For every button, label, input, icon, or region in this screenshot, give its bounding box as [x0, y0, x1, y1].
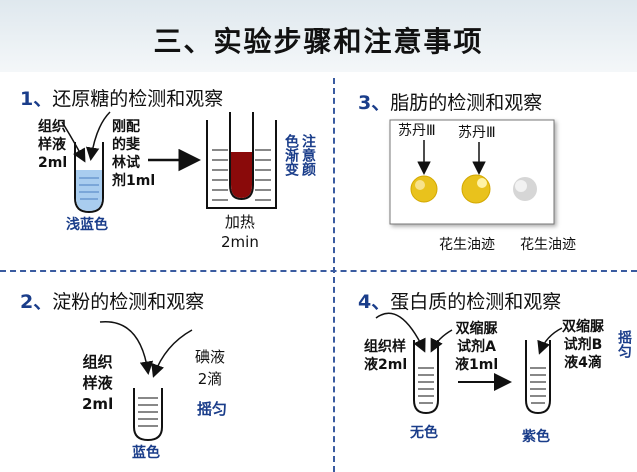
fat-spot-2: [461, 174, 491, 204]
protein-sample-line2: 液2ml: [364, 357, 408, 373]
horizontal-divider: [0, 270, 637, 272]
starch-sample-line2: 样液: [82, 374, 113, 392]
section-1-number: 1、: [20, 88, 53, 110]
section-4-title-text: 蛋白质的检测和观察: [390, 291, 562, 313]
sample-arrow: [61, 121, 86, 163]
iodine-line2: 2滴: [197, 370, 223, 388]
water-bath: [206, 120, 277, 209]
purple-label: 紫色: [522, 429, 550, 445]
biuret-b-line2: 试剂B: [563, 337, 603, 353]
section-3-number: 3、: [358, 92, 391, 114]
stain-label-2: 花生油迹: [520, 237, 576, 253]
iodine-label: 碘液 2滴: [195, 346, 225, 390]
starch-sample-line1: 组织: [82, 353, 113, 371]
protein-sample-arrow: [375, 312, 426, 353]
section-1-title: 1、还原糖的检测和观察: [20, 84, 223, 111]
section-2-title-text: 淀粉的检测和观察: [52, 291, 205, 313]
reagent-a-arrow: [430, 329, 453, 353]
fehling-line1: 刚配: [112, 119, 140, 135]
biuret-b-label: 双缩脲 试剂B 液4滴: [562, 318, 604, 372]
starch-sample-line3: 2ml: [82, 395, 114, 413]
sample-label-1: 组织 样液 2ml: [38, 118, 67, 172]
protein-sample-label: 组织样 液2ml: [364, 338, 407, 374]
reagent-arrow: [85, 111, 111, 161]
test-tube-heated: [229, 112, 254, 201]
heat-line2: 2min: [221, 233, 259, 251]
note-color-change-col1: 色渐变: [283, 134, 299, 176]
test-tube-1: [74, 142, 104, 214]
sudan-label-1: 苏丹Ⅲ: [398, 123, 436, 139]
note-color-change-col2: 注意颜: [300, 134, 316, 176]
fehling-reagent-label: 刚配 的斐 林试 剂1ml: [112, 118, 155, 190]
iodine-line1: 碘液: [195, 348, 226, 366]
section-1-title-text: 还原糖的检测和观察: [52, 88, 224, 110]
section-3-title-text: 脂肪的检测和观察: [390, 92, 543, 114]
biuret-b-line3: 液4滴: [564, 355, 602, 371]
iodine-arrow: [151, 329, 193, 378]
sample-label-1-line3: 2ml: [38, 155, 68, 171]
page-title: 三、实验步骤和注意事项: [153, 25, 484, 58]
header-bar: [0, 0, 637, 72]
starch-blue-label: 蓝色: [132, 445, 160, 461]
biuret-a-line1: 双缩脲: [455, 321, 498, 337]
biuret-a-line2: 试剂A: [457, 339, 496, 355]
section-2-title: 2、淀粉的检测和观察: [20, 287, 204, 314]
red-liquid: [231, 152, 252, 198]
fehling-line3: 林试: [112, 155, 140, 171]
protein-tube-1: [413, 340, 439, 415]
biuret-a-line3: 液1ml: [455, 357, 499, 373]
starch-shake-label: 摇匀: [197, 400, 228, 418]
heat-line1: 加热: [224, 213, 255, 231]
vertical-divider: [333, 78, 335, 472]
section-4-number: 4、: [358, 291, 391, 313]
fehling-line4: 剂1ml: [112, 173, 156, 189]
starch-tube: [133, 388, 163, 442]
stain-label-1: 花生油迹: [439, 237, 495, 253]
sample-label-1-line2: 样液: [38, 137, 66, 153]
section-4-title: 4、蛋白质的检测和观察: [358, 287, 561, 314]
fat-spot-1: [410, 175, 438, 203]
colorless-label: 无色: [410, 425, 438, 441]
biuret-b-line1: 双缩脲: [562, 319, 604, 335]
protein-sample-line1: 组织样: [364, 339, 406, 355]
biuret-a-label: 双缩脲 试剂A 液1ml: [455, 320, 498, 374]
color-light-blue-label: 浅蓝色: [66, 217, 108, 233]
section-2-number: 2、: [20, 291, 53, 313]
sample-label-1-line1: 组织: [38, 119, 66, 135]
section-3-title: 3、脂肪的检测和观察: [358, 88, 542, 115]
reagent-b-arrow: [537, 327, 563, 355]
protein-tube-2: [525, 340, 551, 415]
starch-sample-label: 组织 样液 2ml: [82, 352, 113, 415]
starch-sample-arrow: [99, 321, 154, 375]
heat-label: 加热 2min: [221, 212, 259, 252]
protein-shake-label: 摇匀: [616, 330, 632, 358]
sudan-label-2: 苏丹Ⅲ: [458, 125, 496, 141]
fehling-line2: 的斐: [112, 137, 140, 153]
blue-liquid: [76, 170, 102, 211]
